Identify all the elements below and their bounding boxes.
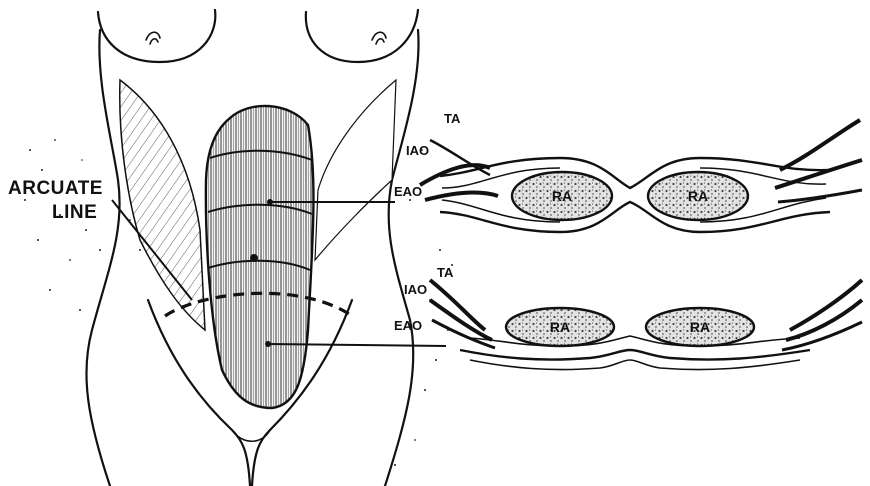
upper-sheath-top [440, 158, 830, 188]
upper-ta-label: TA [444, 111, 461, 126]
left-nipple [146, 32, 160, 44]
left-flank [86, 30, 119, 486]
upper-ra-right-label: RA [688, 188, 708, 204]
lower-cross-section: RA RA [430, 280, 862, 370]
right-nipple [372, 32, 386, 44]
lower-right-fan-2 [786, 300, 862, 340]
upper-cross-section: RA RA [420, 120, 862, 232]
upper-iao-label: IAO [406, 143, 429, 158]
right-breast [306, 10, 418, 62]
upper-sheath-bottom [440, 202, 830, 232]
upper-left-fan-3 [430, 140, 490, 175]
upper-ra-left-label: RA [552, 188, 572, 204]
left-oblique-muscle [120, 80, 205, 330]
arcuate-label-line2: LINE [52, 202, 97, 223]
right-oblique-sheath [315, 80, 396, 260]
lower-ra-left-label: RA [550, 319, 570, 335]
lower-ta-label: TA [437, 265, 454, 280]
left-breast [98, 10, 215, 62]
lower-eao-label: EAO [394, 318, 422, 333]
umbilicus [250, 254, 258, 262]
lower-ra-right-label: RA [690, 319, 710, 335]
arcuate-label-line1: ARCUATE [8, 178, 103, 199]
lower-iao-label: IAO [404, 282, 427, 297]
lower-sheath-bottom [460, 350, 810, 360]
upper-eao-label: EAO [394, 184, 422, 199]
rectus-abdominis [206, 106, 314, 408]
upper-right-fan-3 [778, 190, 862, 202]
upper-left-fan-2 [425, 193, 498, 200]
